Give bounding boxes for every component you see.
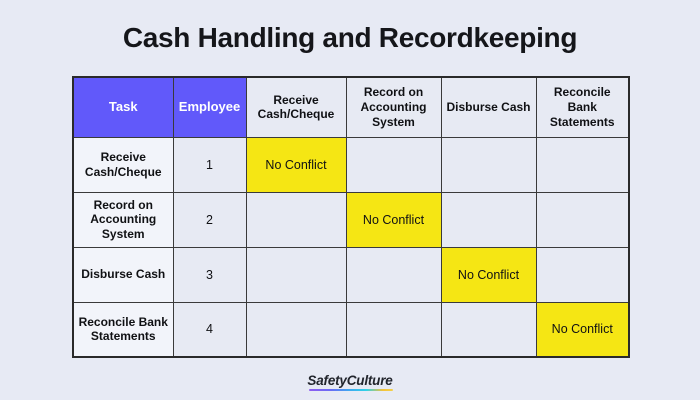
footer-brand: SafetyCulture xyxy=(0,372,700,391)
column-header-receive-cash-cheque: Receive Cash/Cheque xyxy=(245,76,347,138)
column-header-disburse-cash: Disburse Cash xyxy=(440,76,537,138)
matrix-cell xyxy=(440,191,537,248)
row-label-task: Disburse Cash xyxy=(72,246,174,303)
segregation-of-duties-matrix: Task Employee Receive Cash/Cheque Record… xyxy=(72,76,630,358)
matrix-cell xyxy=(440,136,537,193)
safetyculture-logo-text: SafetyCulture xyxy=(307,373,393,388)
matrix-cell xyxy=(245,246,347,303)
matrix-cell: No Conflict xyxy=(345,191,442,248)
matrix-cell xyxy=(245,191,347,248)
column-header-task: Task xyxy=(72,76,174,138)
matrix-cell xyxy=(535,191,630,248)
header-row: Task Employee Receive Cash/Cheque Record… xyxy=(72,76,630,138)
column-header-record-on-accounting-system: Record on Accounting System xyxy=(345,76,442,138)
table-row: Receive Cash/Cheque 1 No Conflict xyxy=(72,136,630,193)
matrix-cell xyxy=(535,136,630,193)
table-header: Task Employee Receive Cash/Cheque Record… xyxy=(72,76,630,138)
row-employee-number: 4 xyxy=(172,301,247,358)
matrix-cell xyxy=(345,246,442,303)
row-label-task: Record on Accounting System xyxy=(72,191,174,248)
matrix-cell xyxy=(440,301,537,358)
table-body: Receive Cash/Cheque 1 No Conflict Record… xyxy=(72,136,630,358)
matrix-cell: No Conflict xyxy=(440,246,537,303)
matrix-cell xyxy=(535,246,630,303)
matrix-cell xyxy=(345,301,442,358)
logo-gradient-underline xyxy=(309,388,393,391)
matrix-cell: No Conflict xyxy=(245,136,347,193)
column-header-reconcile-bank-statements: Reconcile Bank Statements xyxy=(535,76,630,138)
row-label-task: Reconcile Bank Statements xyxy=(72,301,174,358)
row-label-task: Receive Cash/Cheque xyxy=(72,136,174,193)
matrix-table: Task Employee Receive Cash/Cheque Record… xyxy=(72,76,630,358)
table-row: Reconcile Bank Statements 4 No Conflict xyxy=(72,301,630,358)
matrix-cell xyxy=(245,301,347,358)
table-row: Disburse Cash 3 No Conflict xyxy=(72,246,630,303)
row-employee-number: 2 xyxy=(172,191,247,248)
column-header-employee: Employee xyxy=(172,76,247,138)
safetyculture-logo: SafetyCulture xyxy=(307,373,393,391)
matrix-cell: No Conflict xyxy=(535,301,630,358)
matrix-cell xyxy=(345,136,442,193)
row-employee-number: 3 xyxy=(172,246,247,303)
table-row: Record on Accounting System 2 No Conflic… xyxy=(72,191,630,248)
row-employee-number: 1 xyxy=(172,136,247,193)
page-title: Cash Handling and Recordkeeping xyxy=(122,22,578,53)
